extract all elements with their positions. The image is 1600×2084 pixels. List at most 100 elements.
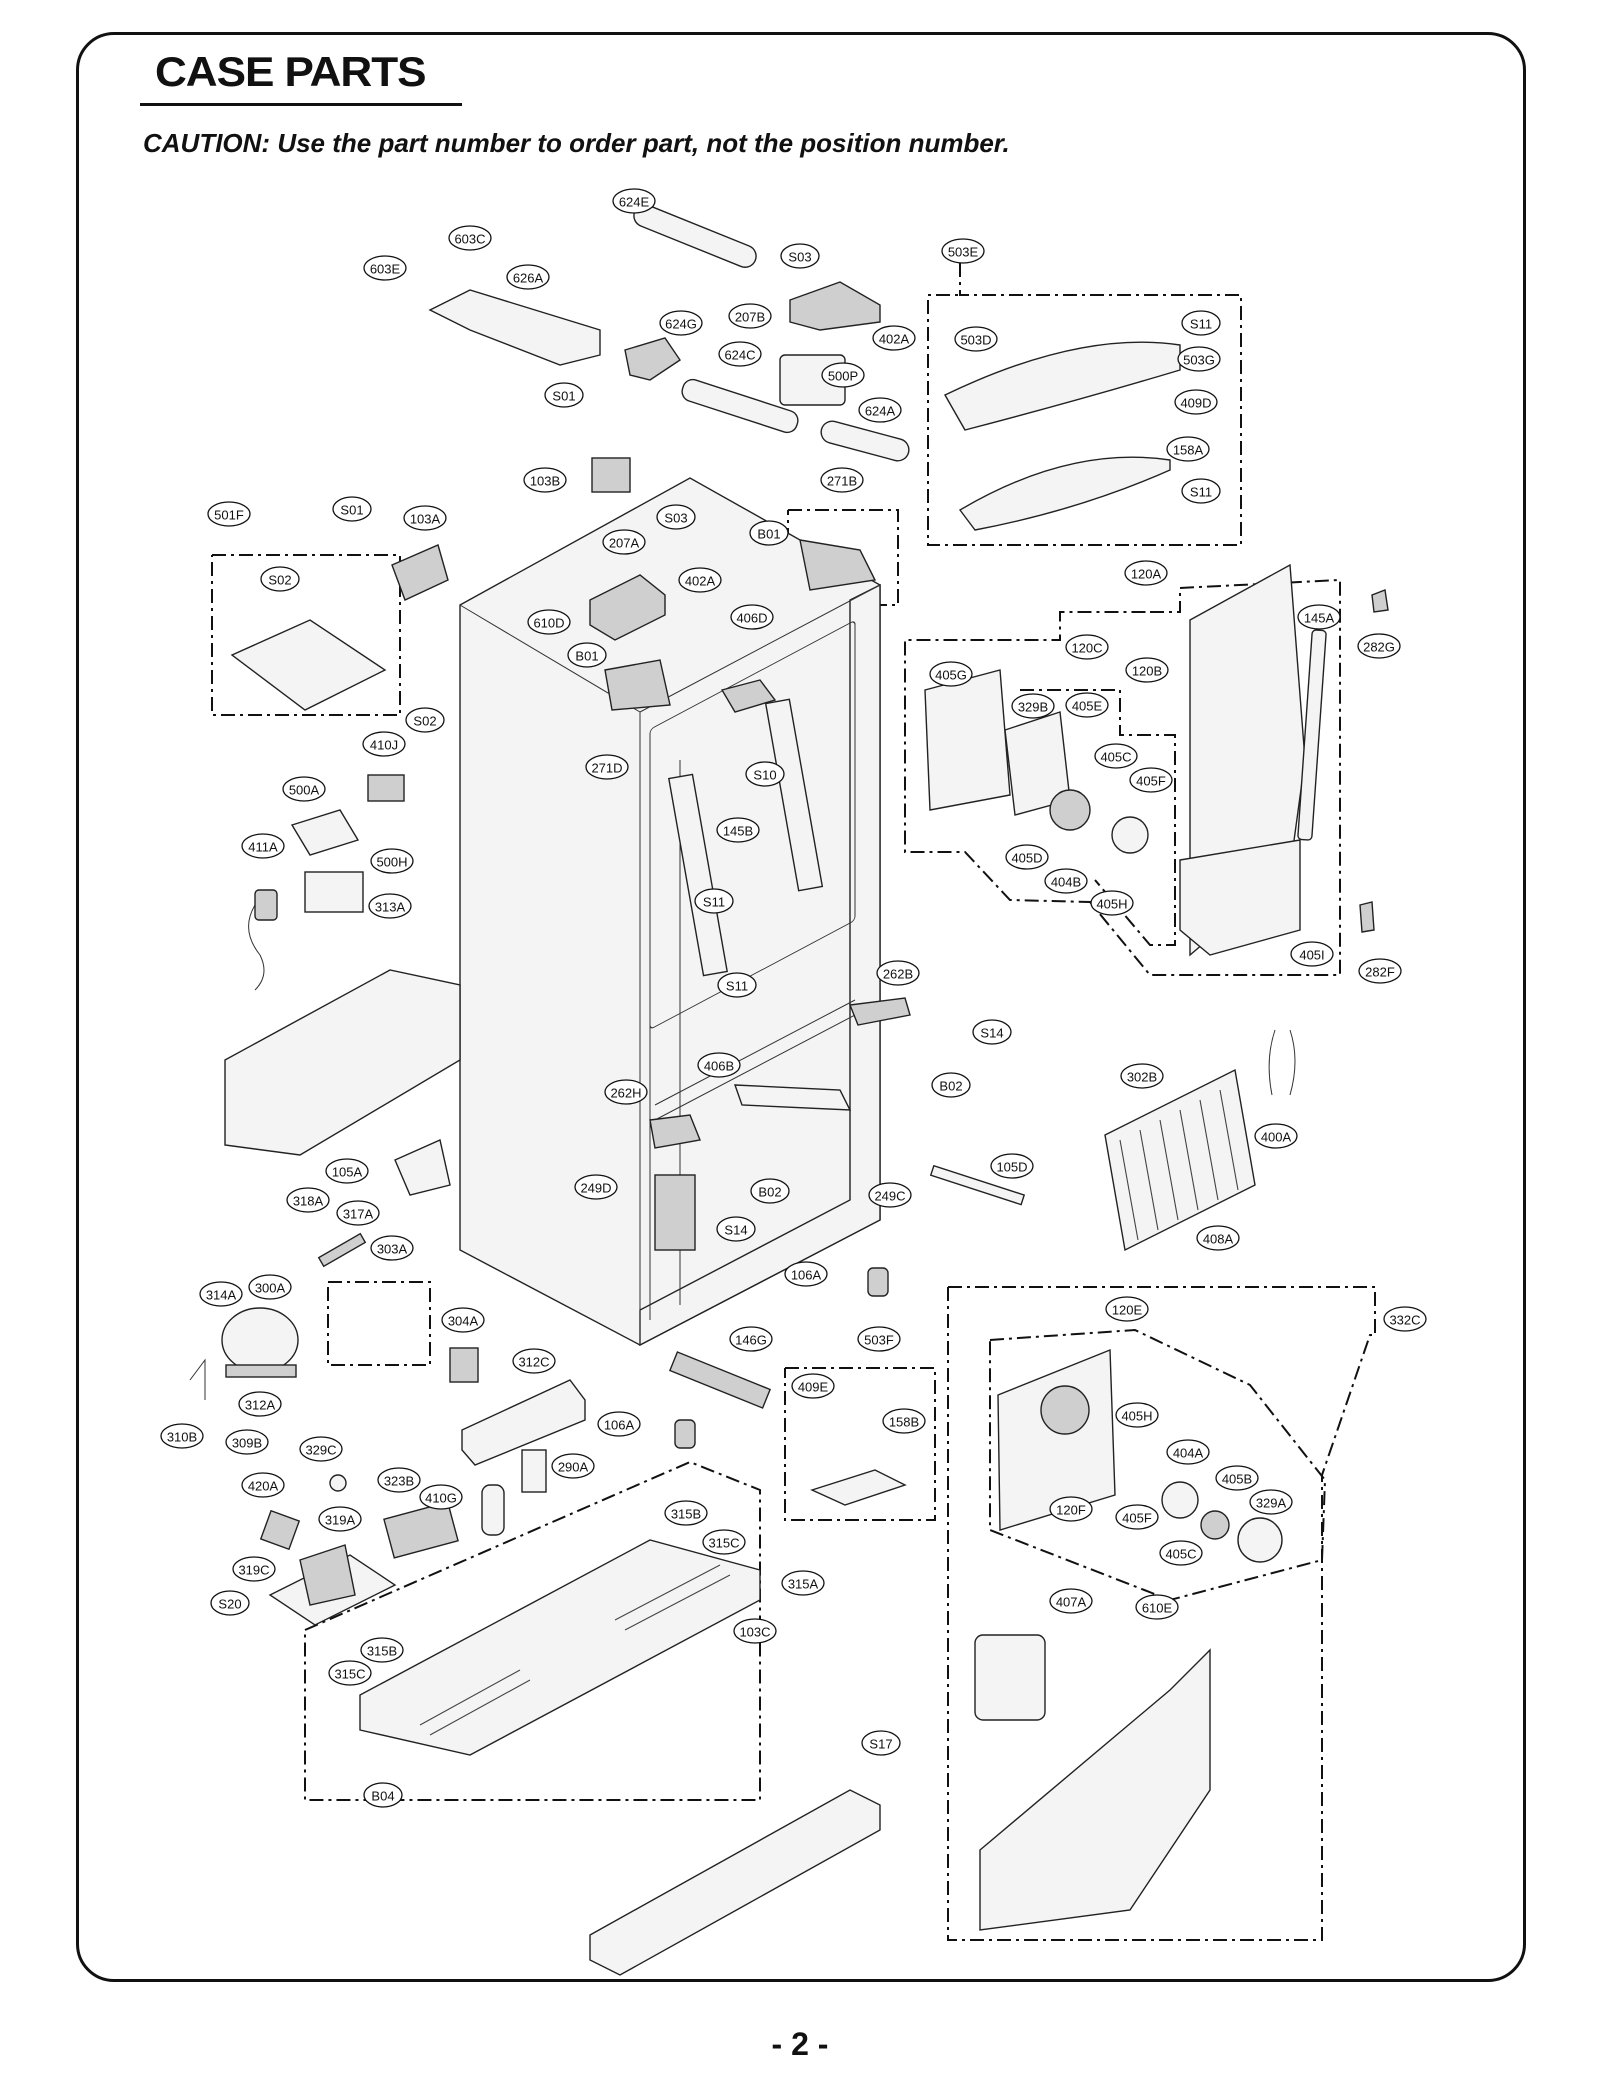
callout-315b: 315B	[664, 1500, 708, 1526]
group-outline-120e-sub	[989, 1328, 1327, 1602]
callout-text: 120C	[1071, 641, 1102, 656]
part-410j	[367, 774, 405, 802]
group-outline-503f	[784, 1367, 936, 1521]
group-outline-332c	[947, 1286, 1376, 1941]
callout-603c: 603C	[448, 225, 492, 251]
callout-text: 624A	[865, 404, 896, 419]
callout-text: 315C	[708, 1536, 739, 1551]
callout-text: 271B	[827, 474, 857, 489]
callout-text: S01	[340, 503, 363, 518]
part-rear-duct	[979, 1648, 1211, 1931]
callout-503g: 503G	[1177, 346, 1221, 372]
part-207b	[789, 281, 881, 331]
callout-304a: 304A	[441, 1307, 485, 1333]
part-120a-base	[1179, 839, 1301, 956]
callout-text: S10	[753, 768, 776, 783]
callout-text: 262B	[883, 967, 913, 982]
callout-319c: 319C	[232, 1556, 276, 1582]
part-271b	[799, 539, 877, 591]
callout-103b: 103B	[523, 467, 567, 493]
callout-405b: 405B	[1215, 1465, 1259, 1491]
part-158b	[810, 1469, 907, 1506]
callout-text: 314A	[206, 1288, 237, 1303]
callout-text: 146G	[735, 1333, 767, 1348]
part-105d	[929, 1164, 1026, 1206]
callout-text: 407A	[1056, 1595, 1087, 1610]
callout-text: 106A	[791, 1268, 822, 1283]
callout-text: 323B	[384, 1474, 414, 1489]
callout-text: 405F	[1122, 1511, 1152, 1526]
callout-303a: 303A	[370, 1235, 414, 1261]
group-outline-120c-sub	[1020, 689, 1176, 946]
part-323b	[383, 1501, 459, 1559]
callout-105d: 105D	[990, 1153, 1034, 1179]
group-outlines	[211, 263, 1376, 1941]
callout-text: 145A	[1304, 611, 1335, 626]
part-405c	[1049, 789, 1091, 831]
callout-405h: 405H	[1115, 1402, 1159, 1428]
callout-text: 105D	[996, 1160, 1027, 1175]
callout-text: S01	[552, 389, 575, 404]
part-406d	[720, 679, 777, 713]
callout-text: 106A	[604, 1418, 635, 1433]
callout-329a: 329A	[1249, 1489, 1293, 1515]
callout-405e: 405E	[1065, 692, 1109, 718]
callout-404b: 404B	[1044, 868, 1088, 894]
callout-text: 624E	[619, 195, 650, 210]
part-400a	[1268, 1029, 1296, 1096]
callout-text: 406B	[704, 1059, 734, 1074]
part-271d	[604, 659, 671, 711]
part-501f-tray	[230, 619, 387, 711]
callout-319a: 319A	[318, 1506, 362, 1532]
title-underline	[140, 103, 462, 106]
callout-text: 409E	[798, 1380, 829, 1395]
part-503d	[944, 341, 1181, 431]
refrigerator-cabinet	[459, 477, 881, 1347]
callout-s01: S01	[544, 382, 584, 408]
group-outline-271b	[787, 509, 899, 606]
callout-405g: 405G	[929, 661, 973, 687]
callout-text: 290A	[558, 1460, 589, 1475]
callout-106a: 106A	[597, 1411, 641, 1437]
callout-text: 315C	[334, 1667, 365, 1682]
callout-s14: S14	[716, 1216, 756, 1242]
callout-text: 249C	[874, 1189, 905, 1204]
callout-249d: 249D	[574, 1174, 618, 1200]
callout-text: 103B	[530, 474, 560, 489]
part-407a	[974, 1634, 1046, 1721]
callout-text: 207A	[609, 536, 640, 551]
callout-624a: 624A	[858, 397, 902, 423]
callout-310b: 310B	[160, 1423, 204, 1449]
part-304a	[449, 1347, 479, 1383]
page-number: - 2 -	[771, 2026, 829, 2062]
part-329c	[329, 1474, 347, 1492]
callout-406d: 406D	[730, 604, 774, 630]
callout-text: 329A	[1256, 1496, 1287, 1511]
callout-text: B01	[757, 527, 780, 542]
callout-text: 329C	[305, 1443, 336, 1458]
callout-text: 300A	[255, 1281, 286, 1296]
callout-610e: 610E	[1135, 1594, 1179, 1620]
callout-text: 120B	[1132, 664, 1162, 679]
callout-503f: 503F	[857, 1326, 901, 1352]
part-315a-base	[359, 1539, 761, 1756]
callout-249c: 249C	[868, 1182, 912, 1208]
callout-text: 103C	[739, 1625, 770, 1640]
callout-text: 309B	[232, 1436, 262, 1451]
part-146g	[668, 1351, 772, 1409]
callout-text: 404B	[1051, 875, 1081, 890]
callout-text: 603C	[454, 232, 485, 247]
part-158a	[958, 456, 1171, 531]
callout-s11: S11	[1181, 310, 1221, 336]
part-300a-base	[225, 1364, 297, 1378]
callout-s02: S02	[260, 566, 300, 592]
part-500h	[304, 871, 364, 913]
part-411a-cord	[248, 904, 265, 991]
callout-text: 271D	[591, 761, 622, 776]
callout-146g: 146G	[729, 1326, 773, 1352]
callout-409e: 409E	[791, 1373, 835, 1399]
part-410g	[481, 1484, 505, 1536]
callout-text: 411A	[248, 840, 278, 855]
